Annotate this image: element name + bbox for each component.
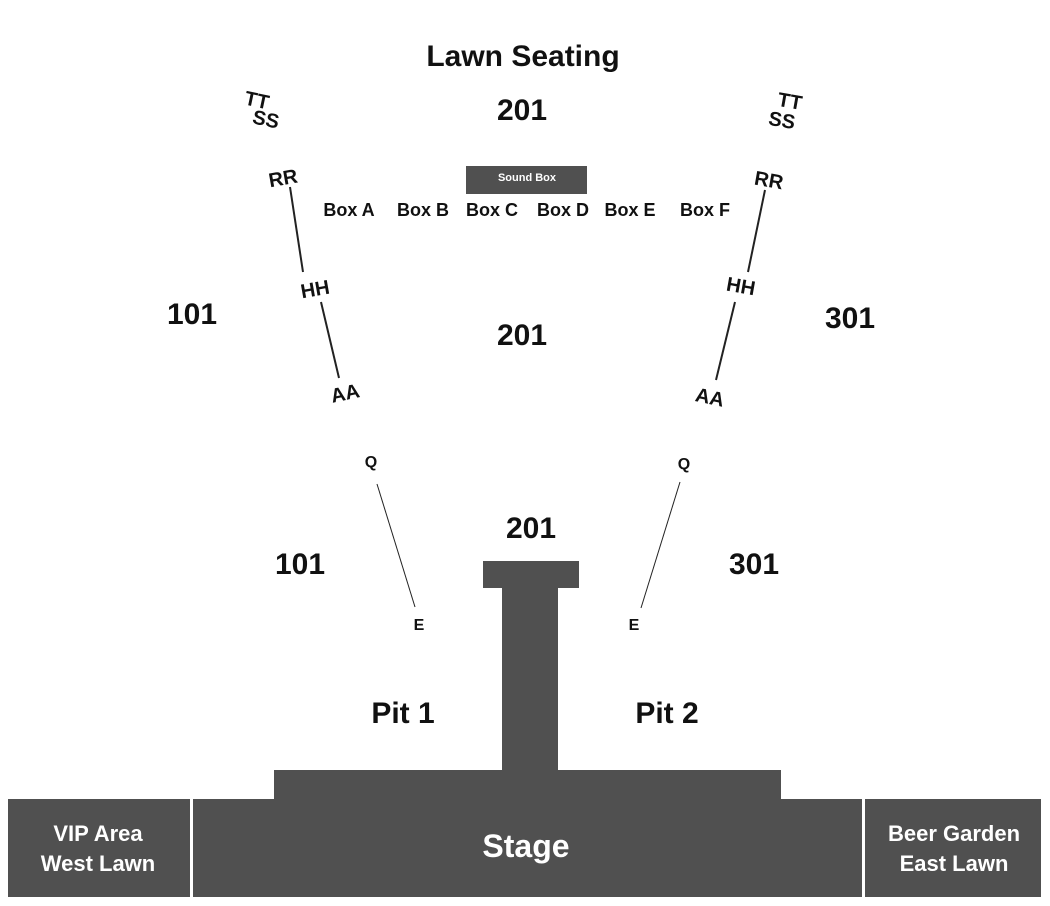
vip-area-label-line1: VIP Area	[53, 821, 143, 846]
section-201-lower[interactable]: 201	[506, 512, 556, 545]
aisle-line-upper-left	[289, 186, 304, 273]
row-label-aa-left: AA	[329, 380, 362, 408]
section-101-lower[interactable]: 101	[275, 548, 325, 581]
pit-2-label[interactable]: Pit 2	[635, 697, 698, 730]
aisle-line-lower-left	[376, 483, 416, 608]
aisle-line-upper-right	[747, 189, 766, 273]
beer-garden-block[interactable]	[865, 799, 1041, 897]
beer-garden-label-line1: Beer Garden	[888, 821, 1020, 846]
row-label-q-left: Q	[365, 454, 377, 471]
box-e-label[interactable]: Box E	[604, 200, 655, 220]
section-201-top[interactable]: 201	[497, 94, 547, 127]
aisle-line-middle-right	[715, 301, 736, 381]
pit-1-label[interactable]: Pit 1	[371, 697, 434, 730]
row-label-ss-right: SS	[767, 108, 797, 134]
aisle-line-lower-right	[640, 481, 681, 609]
section-201-middle[interactable]: 201	[497, 319, 547, 352]
row-label-e-left: E	[414, 617, 425, 634]
row-label-ss-left: SS	[250, 106, 281, 133]
runway-top	[483, 561, 579, 588]
sound-box[interactable]	[466, 166, 587, 194]
row-label-rr-right: RR	[753, 168, 786, 195]
box-b-label[interactable]: Box B	[397, 200, 449, 220]
aisle-line-middle-left	[320, 301, 340, 379]
box-c-label[interactable]: Box C	[466, 200, 518, 220]
row-label-e-right: E	[629, 617, 640, 634]
stage-front	[274, 770, 781, 800]
vip-area-block[interactable]	[8, 799, 190, 897]
row-label-rr-left: RR	[267, 166, 300, 193]
box-a-label[interactable]: Box A	[323, 200, 374, 220]
row-label-tt-right: TT	[776, 89, 804, 115]
box-f-label[interactable]: Box F	[680, 200, 730, 220]
section-301-upper[interactable]: 301	[825, 302, 875, 335]
section-101-upper[interactable]: 101	[167, 298, 217, 331]
vip-area-label-line2: West Lawn	[41, 851, 156, 876]
row-label-tt-left: TT	[243, 88, 271, 115]
beer-garden-label-line2: East Lawn	[900, 851, 1009, 876]
row-label-aa-right: AA	[693, 384, 726, 412]
box-d-label[interactable]: Box D	[537, 200, 589, 220]
row-label-q-right: Q	[678, 456, 690, 473]
stage-block[interactable]	[193, 799, 862, 897]
section-301-lower[interactable]: 301	[729, 548, 779, 581]
row-label-hh-right: HH	[725, 274, 757, 301]
lawn-seating-label[interactable]: Lawn Seating	[426, 40, 619, 73]
runway	[502, 588, 558, 772]
row-label-hh-left: HH	[299, 277, 331, 304]
stage-label: Stage	[482, 828, 569, 864]
sound-box-label: Sound Box	[498, 172, 557, 184]
